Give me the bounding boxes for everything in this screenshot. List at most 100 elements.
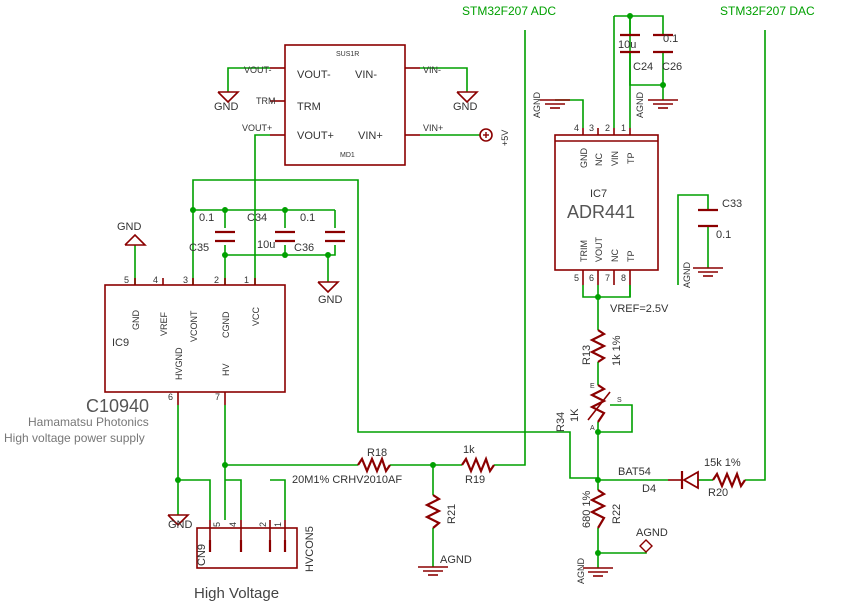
capacitor-c26: 0.1 C26 bbox=[653, 33, 682, 73]
r34-pin-s: S bbox=[617, 397, 622, 404]
plus5v-supply-icon: +5V bbox=[479, 128, 510, 146]
plus5v-label: +5V bbox=[500, 130, 510, 146]
cn9-name: CN9 bbox=[196, 544, 208, 566]
ic7-pin-label: GND bbox=[579, 148, 589, 169]
md1-net-vin-minus: VIN- bbox=[423, 65, 441, 75]
resistor-r22: 680 1% R22 bbox=[581, 489, 623, 529]
c34-name: C34 bbox=[247, 212, 267, 224]
ic7-pin-num: 7 bbox=[605, 273, 610, 283]
trimpot-r34: R34 1K A E S bbox=[555, 383, 622, 432]
r13-value: 1k 1% bbox=[611, 335, 623, 366]
agnd-label: AGND bbox=[532, 91, 542, 118]
gnd-label: GND bbox=[453, 101, 478, 113]
ic7-pin-num: 3 bbox=[589, 123, 594, 133]
resistor-r20: 15k 1% R20 bbox=[704, 457, 746, 499]
cn9-pin-num: 5 bbox=[212, 522, 222, 527]
r34-pin-a: A bbox=[590, 425, 595, 432]
hv-to-connector-wire bbox=[225, 479, 242, 520]
r13-name: R13 bbox=[581, 345, 593, 365]
ic9-name: IC9 bbox=[112, 337, 129, 349]
agnd-label: AGND bbox=[440, 554, 472, 566]
ic7-pin-num: 6 bbox=[589, 273, 594, 283]
md1-net-vout-plus: VOUT+ bbox=[242, 123, 272, 133]
agnd-symbol-icon: AGND bbox=[682, 261, 723, 288]
c33-name: C33 bbox=[722, 198, 742, 210]
gnd-symbol-icon: GND bbox=[317, 281, 343, 306]
gnd-label: GND bbox=[117, 221, 142, 233]
ic7-pin-num: 4 bbox=[574, 123, 579, 133]
c34-value: 10u bbox=[257, 239, 275, 251]
ic7-pin-label: VOUT bbox=[594, 236, 604, 262]
ic9-pin-num: 3 bbox=[183, 275, 188, 285]
md1-net-vout-minus: VOUT- bbox=[244, 65, 272, 75]
c24-value: 10u bbox=[618, 39, 636, 51]
c36-value: 0.1 bbox=[300, 212, 315, 224]
ic9-pin-label: VCC bbox=[251, 306, 261, 326]
capacitor-c33: C33 0.1 bbox=[698, 198, 742, 241]
ic7-pin-label: TP bbox=[626, 152, 636, 164]
ic9-pin-label: CGND bbox=[221, 311, 231, 338]
ic9-pin-label: HVGND bbox=[174, 347, 184, 380]
ic9-pin-num: 5 bbox=[124, 275, 129, 285]
capacitor-c36: 0.1 C36 bbox=[294, 212, 345, 254]
ic9-desc: High voltage power supply bbox=[4, 431, 145, 445]
agnd-label: AGND bbox=[576, 557, 586, 584]
gnd-symbol-icon: GND bbox=[167, 514, 193, 531]
d4-value: BAT54 bbox=[618, 466, 651, 478]
md1-name: MD1 bbox=[340, 152, 355, 159]
ic7-pin-num: 1 bbox=[621, 123, 626, 133]
hvgnd-to-connector-wire bbox=[178, 479, 211, 520]
r19-value: 1k bbox=[463, 444, 475, 456]
md1-module: SUS1R MD1 VOUT- TRM VOUT+ VIN- VIN+ VOUT… bbox=[242, 44, 443, 166]
ic9-pin-num: 7 bbox=[215, 392, 220, 402]
ic9-pin-label: GND bbox=[131, 310, 141, 331]
agnd-symbol-icon: AGND bbox=[576, 557, 613, 584]
resistor-r19: 1k R19 bbox=[461, 444, 495, 486]
md1-pin-trm: TRM bbox=[297, 101, 321, 113]
gnd-symbol-icon: GND bbox=[453, 91, 479, 113]
c33-value: 0.1 bbox=[716, 229, 731, 241]
capacitor-c24: 10u C24 bbox=[618, 33, 653, 73]
gnd-symbol-icon: GND bbox=[117, 221, 147, 246]
r19-name: R19 bbox=[465, 474, 485, 486]
connector-cn9: 5 4 2 1 CN9 HVCON5 High Voltage bbox=[194, 520, 316, 602]
agnd-port-icon: AGND bbox=[636, 527, 668, 553]
ic9-pin-label: HV bbox=[221, 363, 231, 376]
junctions bbox=[175, 13, 666, 556]
ic7-pin-num: 2 bbox=[605, 123, 610, 133]
md1-pin-vin-minus: VIN- bbox=[355, 69, 377, 81]
c26-name: C26 bbox=[662, 61, 682, 73]
r34-value: 1K bbox=[569, 408, 581, 422]
capacitor-c34: C34 10u bbox=[247, 212, 295, 251]
c26-value: 0.1 bbox=[663, 33, 678, 45]
ic7-pin-num: 8 bbox=[621, 273, 626, 283]
agnd-label: AGND bbox=[636, 527, 668, 539]
resistor-r13: R13 1k 1% bbox=[581, 329, 623, 366]
gnd-symbol-icon: GND bbox=[214, 91, 240, 113]
ic7-pin-label: TRIM bbox=[579, 240, 589, 262]
agnd-symbol-icon: AGND bbox=[635, 91, 678, 118]
cn9-caption: High Voltage bbox=[194, 585, 279, 602]
capacitor-c35: 0.1 C35 bbox=[189, 212, 235, 254]
gnd-label: GND bbox=[168, 519, 193, 531]
cn9-pin-num: 4 bbox=[228, 522, 238, 527]
c35-value: 0.1 bbox=[199, 212, 214, 224]
ic9-pin-label: VCONT bbox=[189, 310, 199, 342]
r20-name: R20 bbox=[708, 487, 728, 499]
r34-name: R34 bbox=[555, 412, 567, 432]
cn9-pin-num: 1 bbox=[273, 522, 283, 527]
ic7-name: IC7 bbox=[590, 188, 607, 200]
md1-net-trm: TRM bbox=[256, 96, 276, 106]
r18-value: 20M1% CRHV2010AF bbox=[292, 474, 402, 486]
resistor-r21: R21 bbox=[424, 494, 458, 529]
c36-name: C36 bbox=[294, 242, 314, 254]
agnd-symbol-icon: AGND bbox=[532, 91, 570, 118]
ic9-pin-label: VREF bbox=[159, 311, 169, 336]
gnd-label: GND bbox=[318, 294, 343, 306]
ic9-part: C10940 bbox=[86, 396, 149, 416]
diode-d4: BAT54 D4 bbox=[618, 466, 699, 495]
connector-spare-wire bbox=[270, 479, 286, 520]
md1-net-vin-plus: VIN+ bbox=[423, 123, 443, 133]
c24-name: C24 bbox=[633, 61, 653, 73]
